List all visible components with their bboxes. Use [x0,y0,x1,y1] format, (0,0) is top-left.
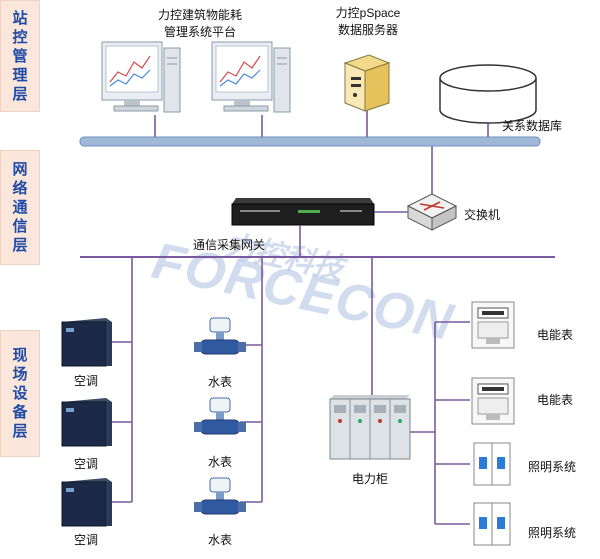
electric-meter-icon [471,301,515,349]
layer-char: 层 [12,85,28,103]
layer-char: 站 [12,9,28,27]
workstation-icon [211,41,291,113]
label-line: 力控pSpace [335,6,401,20]
energy-platform-label: 力控建筑物能耗 管理系统平台 [158,6,242,40]
water-meter-icon [194,477,246,515]
power-connectors [371,257,470,525]
relational-db-label: 关系数据库 [502,119,563,133]
layer-char: 备 [12,404,28,421]
water-connectors [240,257,263,503]
air-conditioner-icon [61,318,112,367]
switch-label: 交换机 [464,208,501,222]
power-cabinet-label: 电力柜 [351,472,389,486]
layer-char: 网 [12,161,28,178]
air-conditioner-icon [61,478,112,527]
energy-meter-label: 电能表 [537,393,574,407]
workstation-icon [101,41,181,113]
layer-char: 通 [12,199,28,216]
station-bus [79,136,541,147]
water-meter-label: 水表 [207,533,233,547]
label-line: 力控建筑物能耗 [157,8,243,22]
layer-char: 场 [12,366,28,383]
layer-char: 层 [12,237,28,254]
layer-char: 控 [12,28,28,46]
electric-meter-icon [471,377,515,425]
layer-char: 层 [12,423,28,440]
label-line: 数据服务器 [337,23,399,37]
pspace-server-label: 力控pSpace 数据服务器 [336,4,401,38]
server-tower-icon [343,54,391,112]
water-meter-icon [194,317,246,355]
ac-label: 空调 [73,374,99,388]
lighting-label: 照明系统 [528,526,577,540]
layer-char: 信 [12,218,28,235]
ac-label: 空调 [73,533,99,547]
network-switch-icon [406,193,458,231]
ac-connectors [112,257,133,503]
circuit-breaker-icon [473,502,511,546]
power-cabinet-icon [329,395,411,460]
circuit-breaker-icon [473,442,511,486]
layer-char: 设 [12,385,28,402]
ac-label: 空调 [73,457,99,471]
water-meter-label: 水表 [207,375,233,389]
energy-meter-label: 电能表 [537,328,574,342]
layer-char: 理 [12,66,28,84]
rack-gateway-icon [231,198,375,226]
layer-char: 管 [12,47,28,65]
water-meter-label: 水表 [207,455,233,469]
layer-char: 络 [12,180,28,197]
layer-char: 现 [12,347,28,364]
station-connectors [154,110,489,195]
network-layer-tag: 网 络 通 信 层 [0,150,40,265]
database-cylinder-icon [439,64,537,124]
air-conditioner-icon [61,398,112,447]
water-meter-icon [194,397,246,435]
station-layer-tag: 站 控 管 理 层 [0,0,40,112]
gateway-label: 通信采集网关 [193,238,266,252]
lighting-label: 照明系统 [528,460,577,474]
field-layer-tag: 现 场 设 备 层 [0,330,40,457]
label-line: 管理系统平台 [163,25,237,39]
